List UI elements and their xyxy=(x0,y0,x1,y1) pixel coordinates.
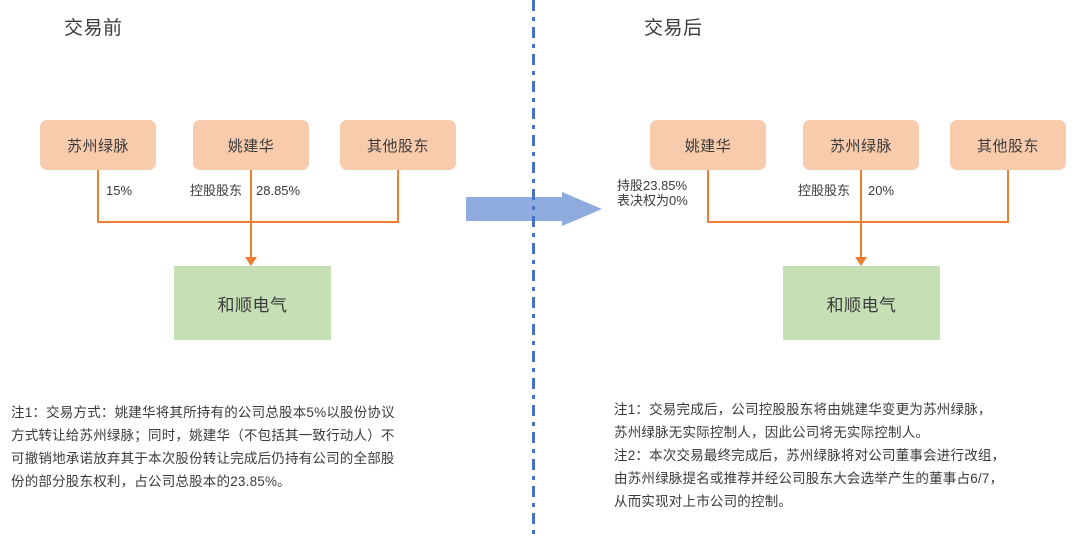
shareholder-box-suzhou-lvmai-before[interactable]: 苏州绿脉 xyxy=(40,120,156,170)
company-box-heshun-electric-after[interactable]: 和顺电气 xyxy=(783,266,940,340)
edge-label-stake-yao-jianhua-after-line-1: 持股23.85% xyxy=(617,178,688,193)
shareholder-box-yao-jianhua-after[interactable]: 姚建华 xyxy=(650,120,766,170)
connector-bus-after xyxy=(707,221,1009,223)
panel-title-after: 交易后 xyxy=(644,18,703,39)
footnote-before-line-2: 方式转让给苏州绿脉；同时，姚建华（不包括其一致行动人）不 xyxy=(11,428,395,443)
edge-label-role-yao-jianhua-before: 控股股东 xyxy=(190,183,243,198)
footnote-after-line-5: 从而实现对上市公司的控制。 xyxy=(614,494,793,509)
footnote-before-line-4: 份的部分股东权利，占公司总股本的23.85%。 xyxy=(11,474,291,489)
connector-drop-before xyxy=(250,221,252,259)
shareholder-box-other-shareholders-before[interactable]: 其他股东 xyxy=(340,120,456,170)
edge-label-stake-suzhou-lvmai-before: 15% xyxy=(106,183,133,198)
edge-label-stake-yao-jianhua-after-line-2: 表决权为0% xyxy=(617,193,688,208)
connector-vertical-yao-jianhua-after xyxy=(707,170,709,223)
connector-vertical-suzhou-lvmai-after xyxy=(860,170,862,223)
arrowhead-to-company-before xyxy=(245,257,257,266)
connector-vertical-yao-jianhua-before xyxy=(250,170,252,223)
footnote-after: 注1：交易完成后，公司控股股东将由姚建华变更为苏州绿脉， 苏州绿脉无实际控制人，… xyxy=(614,398,1044,513)
footnote-after-line-4: 由苏州绿脉提名或推荐并经公司股东大会选举产生的董事占6/7， xyxy=(614,471,1004,486)
footnote-before: 注1：交易方式：姚建华将其所持有的公司总股本5%以股份协议 方式转让给苏州绿脉；… xyxy=(11,401,441,493)
footnote-after-line-2: 苏州绿脉无实际控制人，因此公司将无实际控制人。 xyxy=(614,425,930,440)
connector-vertical-suzhou-lvmai-before xyxy=(97,170,99,223)
edge-label-role-suzhou-lvmai-after: 控股股东 xyxy=(798,183,851,198)
footnote-after-line-1: 注1：交易完成后，公司控股股东将由姚建华变更为苏州绿脉， xyxy=(614,402,992,417)
footnote-after-line-3: 注2：本次交易最终完成后，苏州绿脉将对公司董事会进行改组， xyxy=(614,448,1006,463)
edge-label-stake-suzhou-lvmai-after: 20% xyxy=(868,183,895,198)
shareholder-box-yao-jianhua-before[interactable]: 姚建华 xyxy=(193,120,309,170)
arrowhead-to-company-after xyxy=(855,257,867,266)
footnote-before-line-3: 可撤销地承诺放弃其于本次股份转让完成后仍持有公司的全部股 xyxy=(11,451,395,466)
shareholder-box-suzhou-lvmai-after[interactable]: 苏州绿脉 xyxy=(803,120,919,170)
panel-title-before: 交易前 xyxy=(64,18,123,39)
connector-vertical-other-before xyxy=(397,170,399,223)
edge-label-stake-yao-jianhua-after: 持股23.85% 表决权为0% xyxy=(617,178,688,208)
company-box-heshun-electric-before[interactable]: 和顺电气 xyxy=(174,266,331,340)
dash-dot-divider-icon xyxy=(532,0,535,536)
connector-bus-before xyxy=(97,221,399,223)
edge-label-stake-yao-jianhua-before: 28.85% xyxy=(256,183,301,198)
shareholder-box-other-shareholders-after[interactable]: 其他股东 xyxy=(950,120,1066,170)
footnote-before-line-1: 注1：交易方式：姚建华将其所持有的公司总股本5%以股份协议 xyxy=(11,405,395,420)
connector-vertical-other-after xyxy=(1007,170,1009,223)
connector-drop-after xyxy=(860,221,862,259)
